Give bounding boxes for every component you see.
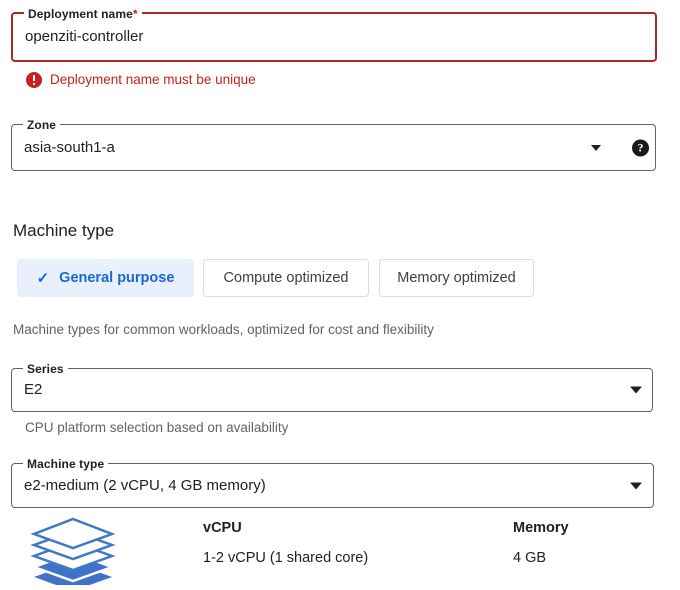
chip-general-purpose-label: General purpose	[59, 270, 175, 286]
deployment-name-field[interactable]: Deployment name* openziti-controller	[11, 7, 657, 62]
machine-type-label: Machine type	[23, 457, 109, 471]
chip-general-purpose[interactable]: ✓ General purpose	[17, 259, 194, 297]
check-icon: ✓	[36, 269, 50, 287]
deployment-name-input[interactable]: openziti-controller	[25, 28, 144, 45]
chips-helper-text: Machine types for common workloads, opti…	[13, 322, 434, 337]
chip-memory-optimized[interactable]: Memory optimized	[379, 259, 534, 297]
series-helper-text: CPU platform selection based on availabi…	[25, 420, 289, 435]
zone-field[interactable]: Zone asia-south1-a ?	[11, 118, 656, 171]
series-field[interactable]: Series E2	[11, 362, 653, 412]
spec-value-memory: 4 GB	[513, 550, 547, 566]
chip-compute-optimized-label: Compute optimized	[223, 270, 349, 286]
stacked-disks-icon	[30, 515, 116, 590]
deployment-name-error-text: Deployment name must be unique	[50, 72, 256, 87]
chevron-down-icon[interactable]	[630, 386, 642, 394]
series-label: Series	[23, 362, 68, 376]
required-asterisk: *	[132, 7, 138, 21]
series-select-value[interactable]: E2	[24, 381, 43, 398]
machine-type-field[interactable]: Machine type e2-medium (2 vCPU, 4 GB mem…	[11, 457, 654, 508]
error-circle-icon	[26, 72, 42, 88]
chevron-down-icon[interactable]	[630, 482, 642, 489]
help-circle-icon[interactable]: ?	[632, 139, 649, 156]
machine-type-select-value[interactable]: e2-medium (2 vCPU, 4 GB memory)	[24, 476, 266, 494]
chip-compute-optimized[interactable]: Compute optimized	[203, 259, 369, 297]
spec-header-vcpu: vCPU	[203, 520, 242, 536]
chevron-down-icon[interactable]	[591, 144, 601, 151]
chip-memory-optimized-label: Memory optimized	[397, 270, 516, 286]
zone-select-value[interactable]: asia-south1-a	[24, 138, 115, 156]
zone-label: Zone	[23, 118, 61, 132]
spec-header-memory: Memory	[513, 520, 569, 536]
deployment-name-label: Deployment name*	[24, 7, 142, 21]
spec-value-vcpu: 1-2 vCPU (1 shared core)	[203, 550, 369, 566]
deployment-name-error: Deployment name must be unique	[26, 72, 256, 88]
page-title: Machine type	[13, 221, 115, 240]
